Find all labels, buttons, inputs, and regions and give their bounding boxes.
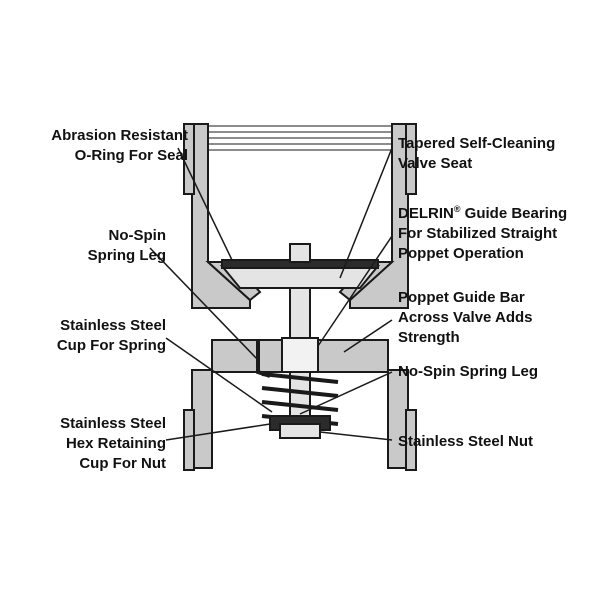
label-no-spin-spring-leg-right: No-Spin Spring Leg <box>398 363 538 380</box>
leader-hex-cup <box>165 423 271 441</box>
spring <box>261 372 339 426</box>
poppet-top-nut <box>289 243 311 263</box>
upper-thread-right <box>405 123 417 195</box>
delrin-guide-bearing <box>281 337 319 373</box>
label-poppet-guide-bar: Poppet Guide Bar Across Valve Adds Stren… <box>398 289 533 346</box>
internal-threads <box>208 125 392 151</box>
nut-assembly <box>269 415 331 439</box>
leader-delrin <box>317 235 393 347</box>
label-hex-retaining-cup: Stainless Steel Hex Retaining Cup For Nu… <box>60 415 166 472</box>
label-no-spin-spring-leg-left: No-Spin Spring Leg <box>87 227 166 264</box>
leader-nospin-right <box>299 371 393 415</box>
no-spin-spring-leg <box>256 340 271 378</box>
leader-nospin-left <box>149 247 259 361</box>
leader-lines <box>149 147 393 441</box>
leader-cup-spring <box>165 337 273 413</box>
lower-thread-left <box>183 409 195 471</box>
stainless-steel-nut <box>279 423 321 439</box>
leader-steel-nut <box>319 431 393 441</box>
leader-guide-bar <box>343 319 393 353</box>
leader-valve-seat <box>339 147 393 279</box>
leader-oring <box>177 147 233 261</box>
label-valve-seat: Tapered Self-Cleaning Valve Seat <box>398 135 556 172</box>
label-delrin-guide-bearing: DELRIN® Guide Bearing For Stabilized Str… <box>398 204 568 263</box>
poppet-disc <box>219 265 381 289</box>
label-cup-for-spring: Stainless Steel Cup For Spring <box>56 317 166 354</box>
label-stainless-steel-nut: Stainless Steel Nut <box>398 433 534 450</box>
lower-thread-right <box>405 409 417 471</box>
label-oring: Abrasion Resistant O-Ring For Seal <box>51 127 188 164</box>
